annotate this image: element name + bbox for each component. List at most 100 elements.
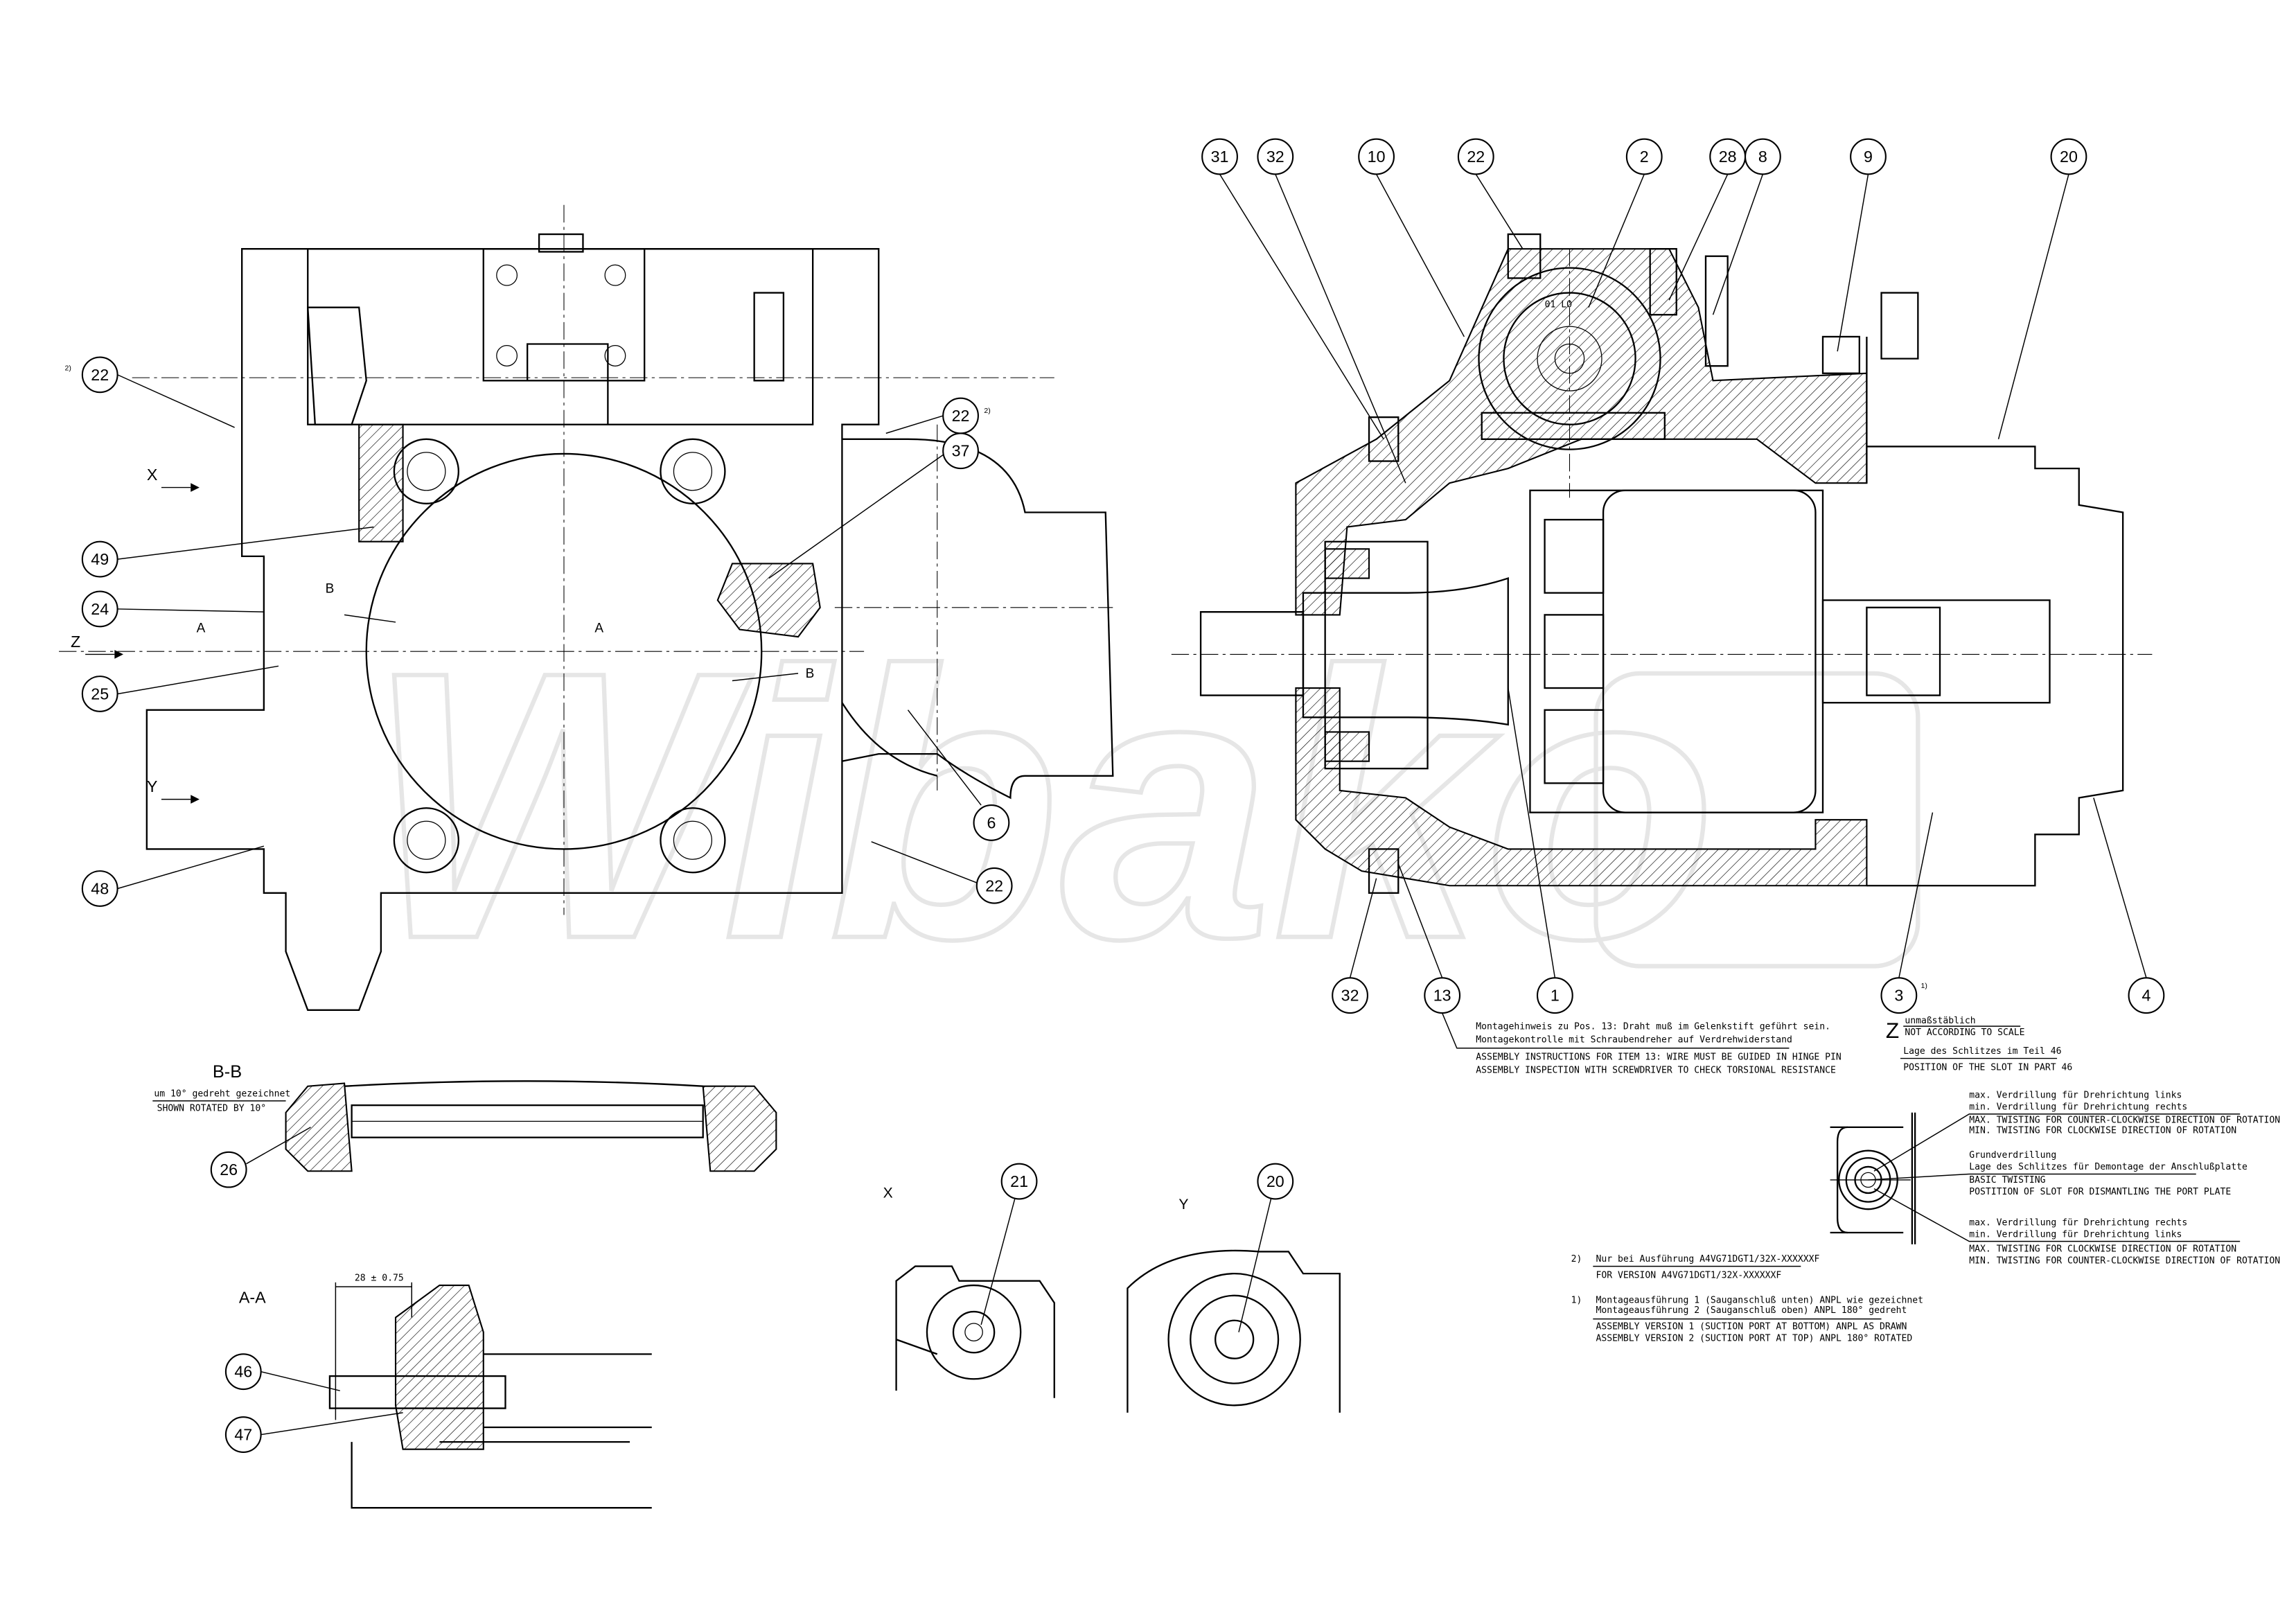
z-view-letter: Z	[1886, 1018, 1899, 1043]
view-arrow-z-label: Z	[71, 633, 80, 651]
svg-text:2: 2	[1640, 148, 1649, 166]
callout-49: 49	[81, 540, 118, 578]
twist-top-de-1: max. Verdrillung für Drehrichtung links	[1969, 1091, 2182, 1101]
twist-top-de-2: min. Verdrillung für Drehrichtung rechts	[1969, 1102, 2187, 1113]
svg-text:21: 21	[1010, 1172, 1028, 1190]
callout-46: 46	[224, 1353, 262, 1391]
svg-text:46: 46	[234, 1363, 252, 1381]
svg-text:28: 28	[1719, 148, 1737, 166]
callout-21: 21	[1000, 1163, 1038, 1200]
footnote-1-de-2: Montageausführung 2 (Sauganschluß oben) …	[1596, 1305, 1907, 1316]
z-view-note: Z unmaßstäblich NOT ACCORDING TO SCALE L…	[1886, 1016, 2073, 1073]
callout-8: 8	[1744, 138, 1781, 175]
section-bb-de: um 10° gedreht gezeichnet	[154, 1088, 290, 1099]
twist-bot-en-2: MIN. TWISTING FOR COUNTER-CLOCKWISE DIRE…	[1969, 1255, 2280, 1266]
assembly-note-de-1: Montagehinweis zu Pos. 13: Draht muß im …	[1476, 1021, 1830, 1032]
svg-text:32: 32	[1341, 987, 1359, 1005]
watermark-logo: Wibako	[367, 593, 1716, 1018]
twist-bot-de-1: max. Verdrillung für Drehrichtung rechts	[1969, 1217, 2187, 1228]
twisting-detail: max. Verdrillung für Drehrichtung links …	[1830, 1091, 2280, 1266]
callout-37: 37	[942, 432, 979, 470]
section-a-left-label: A	[197, 622, 206, 636]
footnote-1-mark: 1)	[1571, 1295, 1582, 1305]
view-arrow-y-label: Y	[147, 777, 158, 795]
svg-text:26: 26	[220, 1161, 238, 1179]
callout-22: 22	[1457, 138, 1494, 175]
assembly-note: Montagehinweis zu Pos. 13: Draht muß im …	[1441, 1012, 1842, 1076]
callout-22: 22	[975, 867, 1013, 904]
footnote-2-en: FOR VERSION A4VG71DGT1/32X-XXXXXXF	[1596, 1270, 1782, 1280]
svg-text:24: 24	[91, 600, 109, 618]
z-scale-en: NOT ACCORDING TO SCALE	[1905, 1028, 2024, 1038]
section-bb: B-B um 10° gedreht gezeichnet SHOWN ROTA…	[152, 1062, 777, 1188]
section-bb-en: SHOWN ROTATED BY 10°	[157, 1104, 266, 1114]
callout-32: 32	[1257, 138, 1294, 175]
svg-text:13: 13	[1433, 987, 1451, 1005]
twist-mid-de-2: Lage des Schlitzes für Demontage der Ans…	[1969, 1162, 2248, 1172]
svg-text:22: 22	[952, 407, 970, 425]
svg-text:10: 10	[1368, 148, 1386, 166]
svg-text:4: 4	[2142, 987, 2151, 1005]
view-arrows: X Z Y A A B B 2) 2)	[65, 364, 991, 804]
callout-31: 31	[1201, 138, 1238, 175]
assembly-note-en-1: ASSEMBLY INSTRUCTIONS FOR ITEM 13: WIRE …	[1476, 1052, 1842, 1063]
callout-25: 25	[81, 676, 118, 712]
svg-text:22: 22	[91, 366, 109, 384]
front-view	[59, 204, 1114, 1012]
footnote-mark-22-right: 2)	[984, 407, 990, 415]
callout-26: 26	[210, 1151, 247, 1188]
svg-text:49: 49	[91, 550, 109, 568]
callout-22: 22	[942, 397, 979, 434]
assembly-note-de-2: Montagekontrolle mit Schraubendreher auf…	[1476, 1034, 1792, 1045]
callout-32: 32	[1332, 977, 1368, 1014]
callout-10: 10	[1358, 138, 1395, 175]
svg-text:25: 25	[91, 685, 109, 703]
callout-28: 28	[1709, 138, 1747, 175]
assembly-note-en-2: ASSEMBLY INSPECTION WITH SCREWDRIVER TO …	[1476, 1066, 1836, 1076]
svg-text:20: 20	[2060, 148, 2078, 166]
gear-marking: 01 LO	[1545, 300, 1572, 310]
section-bb-title: B-B	[213, 1062, 242, 1082]
view-arrow-x-label: X	[147, 466, 158, 484]
view-x-label: X	[883, 1185, 893, 1201]
svg-text:6: 6	[987, 813, 996, 831]
footnotes: 2) Nur bei Ausführung A4VG71DGT1/32X-XXX…	[1571, 1254, 1923, 1343]
callout-6: 6	[973, 804, 1010, 841]
twist-mid-de-1: Grundverdrillung	[1969, 1150, 2056, 1161]
svg-text:22: 22	[985, 876, 1003, 894]
callout-4: 4	[2128, 977, 2165, 1014]
callout-1: 1	[1536, 977, 1573, 1014]
section-aa-title: A-A	[239, 1288, 266, 1306]
section-b-top-label: B	[326, 582, 335, 597]
footnote-2-de: Nur bei Ausführung A4VG71DGT1/32X-XXXXXX…	[1596, 1254, 1820, 1264]
callout-47: 47	[224, 1416, 262, 1453]
footnote-1-en-2: ASSEMBLY VERSION 2 (SUCTION PORT AT TOP)…	[1596, 1333, 1913, 1343]
callout-9: 9	[1850, 138, 1887, 175]
footnote-2-mark: 2)	[1571, 1254, 1582, 1264]
svg-text:31: 31	[1211, 148, 1229, 166]
callout-24: 24	[81, 590, 118, 628]
footnote-mark-22-left: 2)	[65, 364, 71, 373]
callout-3: 3	[1880, 977, 1918, 1014]
svg-text:48: 48	[91, 879, 109, 897]
section-aa: A-A 28 ± 0.75 46 47	[224, 1273, 652, 1509]
callouts-right: 31 32 10 22 2 28 8 9 20 32 13 1 3 4 1)	[1201, 138, 2165, 1014]
footnote-1-de-1: Montageausführung 1 (Sauganschluß unten)…	[1596, 1295, 1923, 1305]
callout-13: 13	[1424, 977, 1461, 1014]
twist-top-en-2: MIN. TWISTING FOR CLOCKWISE DIRECTION OF…	[1969, 1125, 2236, 1136]
section-aa-dimension: 28 ± 0.75	[355, 1273, 404, 1284]
svg-text:3: 3	[1894, 987, 1903, 1005]
svg-text:9: 9	[1864, 148, 1873, 166]
callout-20: 20	[2050, 138, 2087, 175]
twist-bot-en-1: MAX. TWISTING FOR CLOCKWISE DIRECTION OF…	[1969, 1244, 2236, 1254]
section-a-right-label: A	[594, 622, 603, 636]
view-y: Y 20	[1127, 1163, 1341, 1413]
svg-text:22: 22	[1467, 148, 1485, 166]
view-x: X 21	[883, 1163, 1055, 1398]
svg-text:47: 47	[234, 1426, 252, 1444]
z-scale-de: unmaßstäblich	[1905, 1016, 1975, 1026]
svg-text:32: 32	[1266, 148, 1284, 166]
svg-text:20: 20	[1266, 1172, 1284, 1190]
footnote-1-en-1: ASSEMBLY VERSION 1 (SUCTION PORT AT BOTT…	[1596, 1321, 1907, 1332]
